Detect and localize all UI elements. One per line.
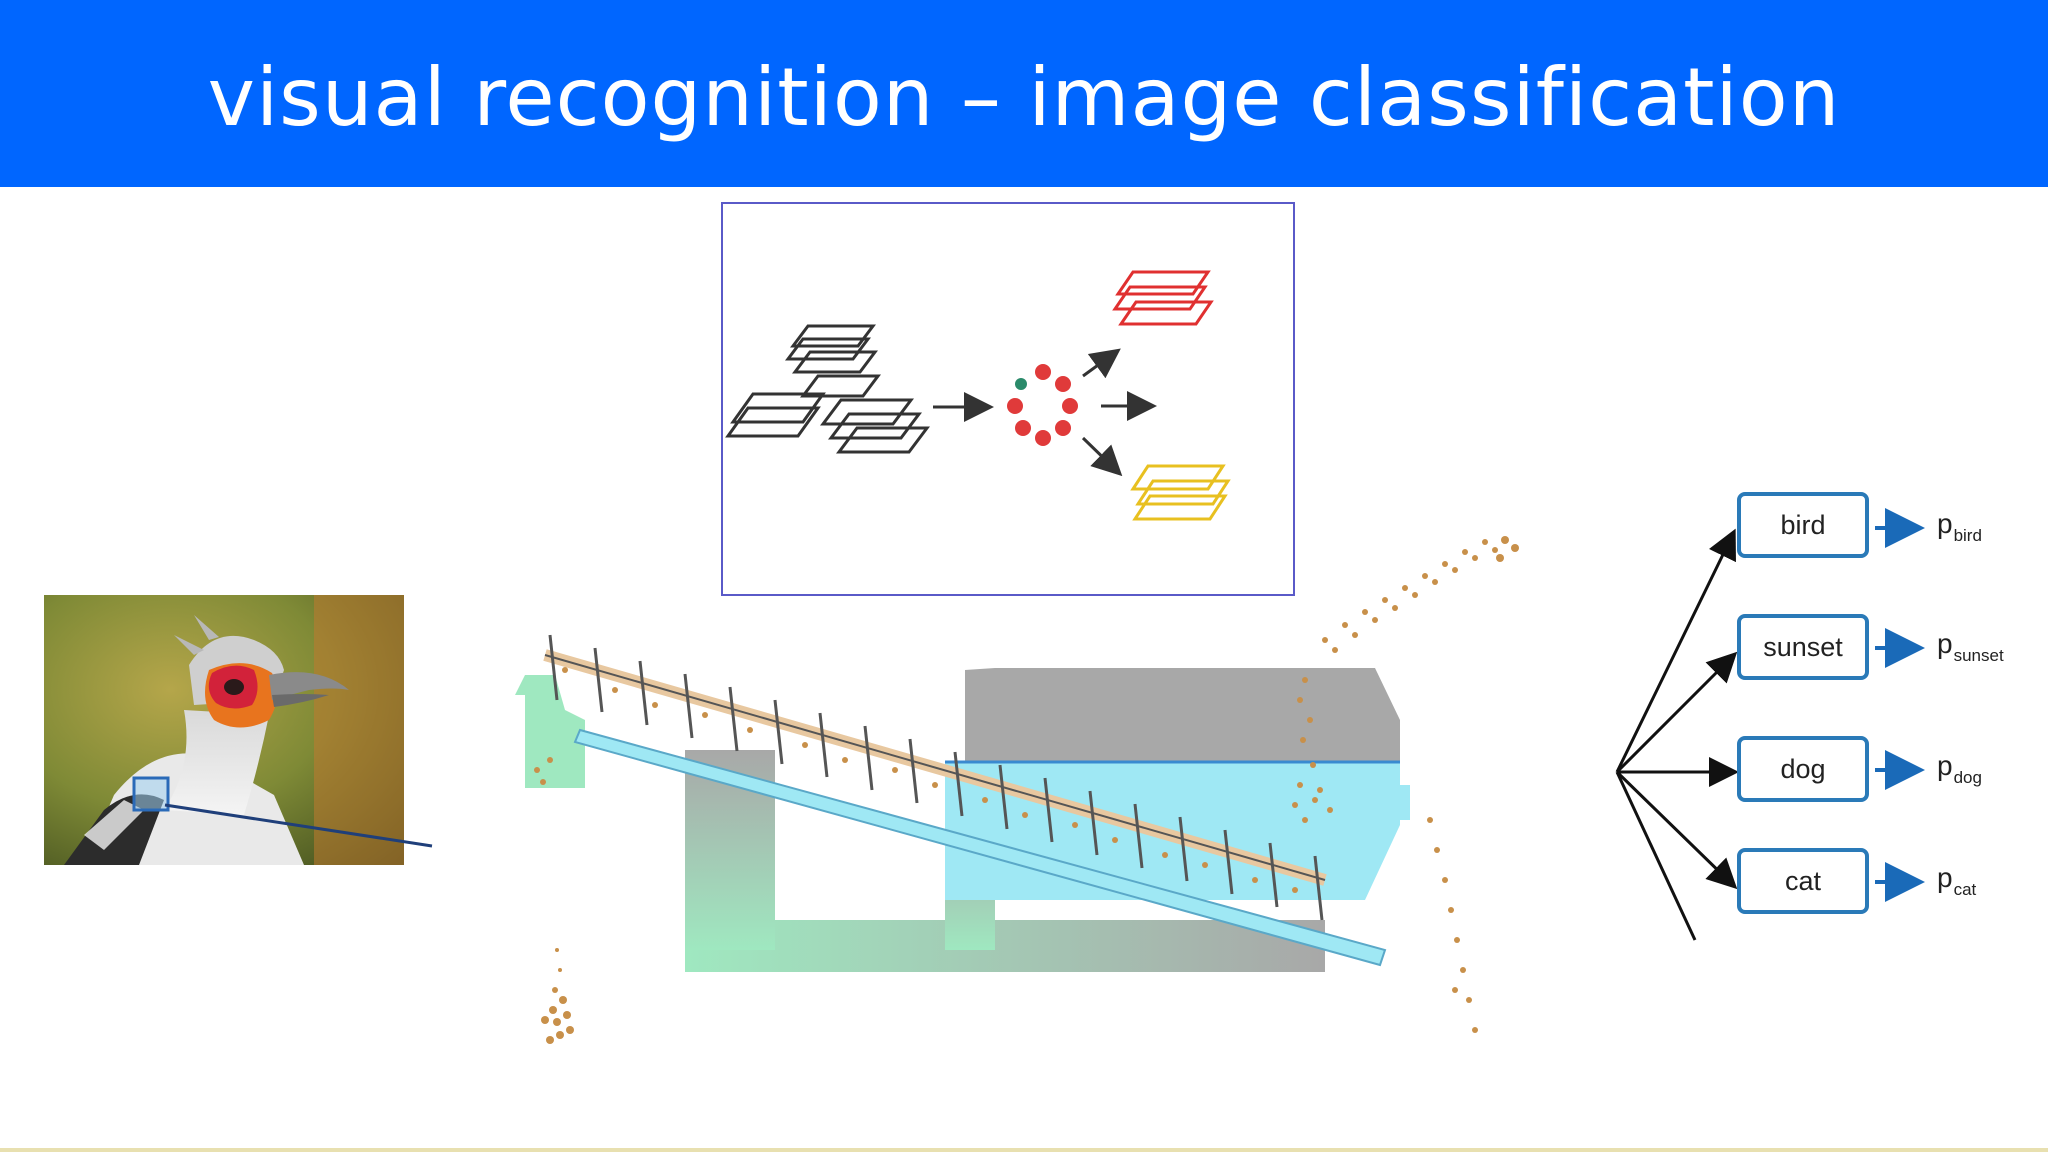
class-label: bird xyxy=(1780,509,1826,540)
prob-sunset: psunset xyxy=(1937,628,2004,665)
bottom-rule xyxy=(0,1148,2048,1152)
class-label: dog xyxy=(1780,753,1826,784)
class-box-bird: bird xyxy=(1737,492,1869,558)
cluster-dots xyxy=(1007,364,1078,446)
particles xyxy=(534,536,1519,1044)
class-box-cat: cat xyxy=(1737,848,1869,914)
input-image-stacks xyxy=(725,324,930,454)
bird-photo xyxy=(44,595,404,865)
clustering-inset xyxy=(721,202,1295,596)
red-output-stack xyxy=(1112,270,1214,326)
prob-bird: pbird xyxy=(1937,508,1982,545)
patch-pointer-line xyxy=(140,780,440,850)
prob-dog: pdog xyxy=(1937,750,1982,787)
prob-cat: pcat xyxy=(1937,862,1977,899)
class-box-sunset: sunset xyxy=(1737,614,1869,680)
classifier-output: bird sunset dog cat pbird psunset pdog p… xyxy=(1605,470,2048,950)
yellow-output-stack xyxy=(1130,464,1231,521)
class-label: sunset xyxy=(1763,631,1843,662)
title-bar: visual recognition – image classificatio… xyxy=(0,0,2048,187)
slide-title: visual recognition – image classificatio… xyxy=(207,51,1841,144)
class-box-dog: dog xyxy=(1737,736,1869,802)
class-label: cat xyxy=(1784,865,1822,896)
sorting-machine-diagram xyxy=(505,520,1575,1080)
